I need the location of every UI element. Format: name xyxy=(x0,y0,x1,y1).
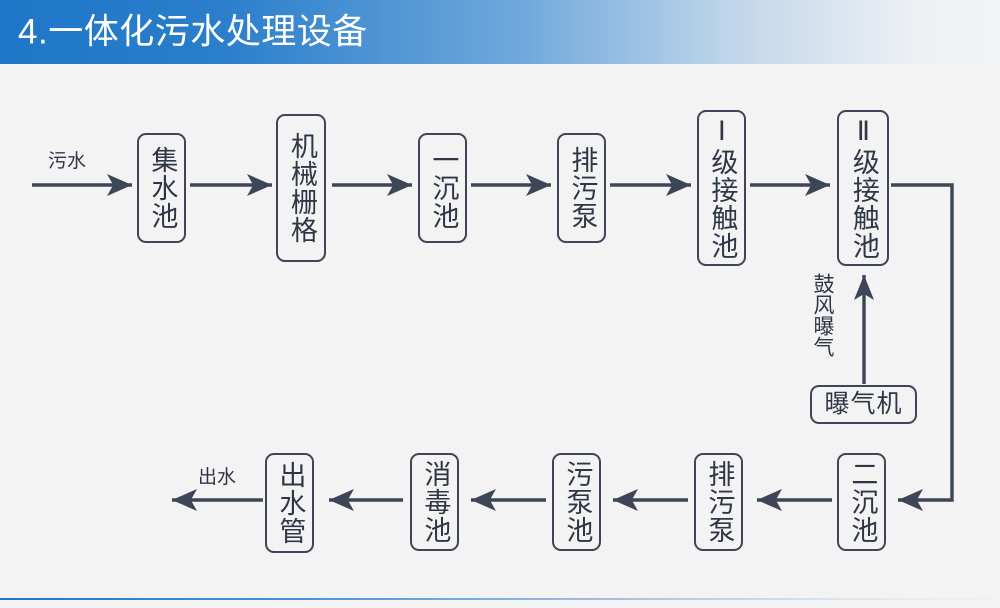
node-aerator[interactable]: 曝气机 xyxy=(810,385,917,424)
flowchart-canvas: 集水池 机械栅格 一沉池 排污泵 Ⅰ级接触池 Ⅱ级接触池 曝气机 二沉池 排污泵… xyxy=(0,64,1000,598)
node-secondary-settling-tank[interactable]: 二沉池 xyxy=(837,453,886,551)
outlet-label: 出水 xyxy=(198,467,237,488)
node-label: 排污泵 xyxy=(567,146,598,230)
node-label: 二沉池 xyxy=(847,460,878,544)
node-sewage-pump-bottom[interactable]: 排污泵 xyxy=(694,453,743,551)
footer-divider xyxy=(0,598,1000,600)
node-collection-tank[interactable]: 集水池 xyxy=(137,133,186,243)
node-disinfection-tank[interactable]: 消毒池 xyxy=(410,453,459,551)
header-banner: 4.一体化污水处理设备 xyxy=(0,0,1000,64)
node-label: 消毒池 xyxy=(420,460,451,544)
node-sewage-pump-top[interactable]: 排污泵 xyxy=(557,133,606,243)
node-label: Ⅰ级接触池 xyxy=(707,116,738,260)
node-label: 污泵池 xyxy=(562,460,593,544)
inlet-label: 污水 xyxy=(48,151,87,172)
node-mechanical-grille[interactable]: 机械栅格 xyxy=(276,114,326,262)
node-label: Ⅱ级接触池 xyxy=(848,116,879,260)
node-label: 集水池 xyxy=(147,146,178,230)
node-label: 出水管 xyxy=(275,461,306,545)
node-sludge-pump-tank[interactable]: 污泵池 xyxy=(552,453,601,551)
node-contact-tank-1[interactable]: Ⅰ级接触池 xyxy=(697,110,746,266)
page-title: 4.一体化污水处理设备 xyxy=(18,12,368,52)
node-label: 曝气机 xyxy=(824,389,903,418)
edge-n6-to-n8 xyxy=(891,183,954,511)
aeration-label: 鼓风曝气 xyxy=(811,273,834,357)
node-label: 机械栅格 xyxy=(286,132,317,244)
node-contact-tank-2[interactable]: Ⅱ级接触池 xyxy=(837,110,889,266)
node-label: 一沉池 xyxy=(428,146,459,230)
node-label: 排污泵 xyxy=(704,460,735,544)
node-primary-settling-tank[interactable]: 一沉池 xyxy=(418,133,467,243)
flow-connectors xyxy=(32,174,954,511)
node-outlet-pipe[interactable]: 出水管 xyxy=(265,453,314,553)
